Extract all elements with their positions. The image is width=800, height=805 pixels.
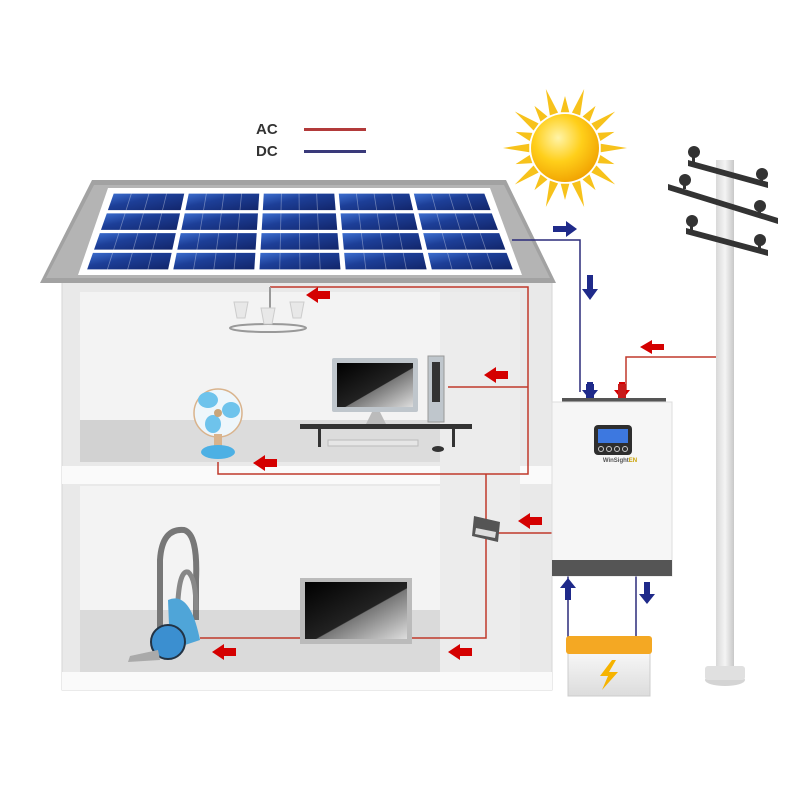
solar-cell xyxy=(414,194,491,211)
legend-item-ac: AC xyxy=(256,118,366,140)
brand-suffix: EN xyxy=(629,458,637,464)
solar-cell xyxy=(87,253,172,270)
legend-item-dc: DC xyxy=(256,140,366,162)
solar-cell xyxy=(419,213,498,230)
television xyxy=(300,578,412,644)
solar-cell xyxy=(423,233,505,250)
arrow-down-icon xyxy=(639,582,655,604)
arrow-down-icon xyxy=(582,275,598,300)
arrow-right-icon xyxy=(553,221,577,237)
legend: AC DC xyxy=(256,118,366,162)
arrow-left-icon xyxy=(640,340,664,354)
utility-pole xyxy=(668,146,778,686)
solar-cell xyxy=(108,194,184,211)
legend-label: AC xyxy=(256,121,296,138)
inverter xyxy=(552,384,672,576)
solar-panel xyxy=(78,188,522,275)
solar-cell xyxy=(428,253,513,270)
ac-line-swatch xyxy=(304,128,366,131)
legend-label: DC xyxy=(256,143,296,160)
dc-line-swatch xyxy=(304,150,366,153)
inverter-brand: WinSightEN xyxy=(600,458,640,464)
solar-cell xyxy=(101,213,180,230)
battery xyxy=(566,636,652,696)
solar-cell xyxy=(94,233,176,250)
arrow-up-icon xyxy=(560,578,576,600)
brand-name: WinSight xyxy=(603,458,629,464)
sun-icon xyxy=(503,89,627,207)
